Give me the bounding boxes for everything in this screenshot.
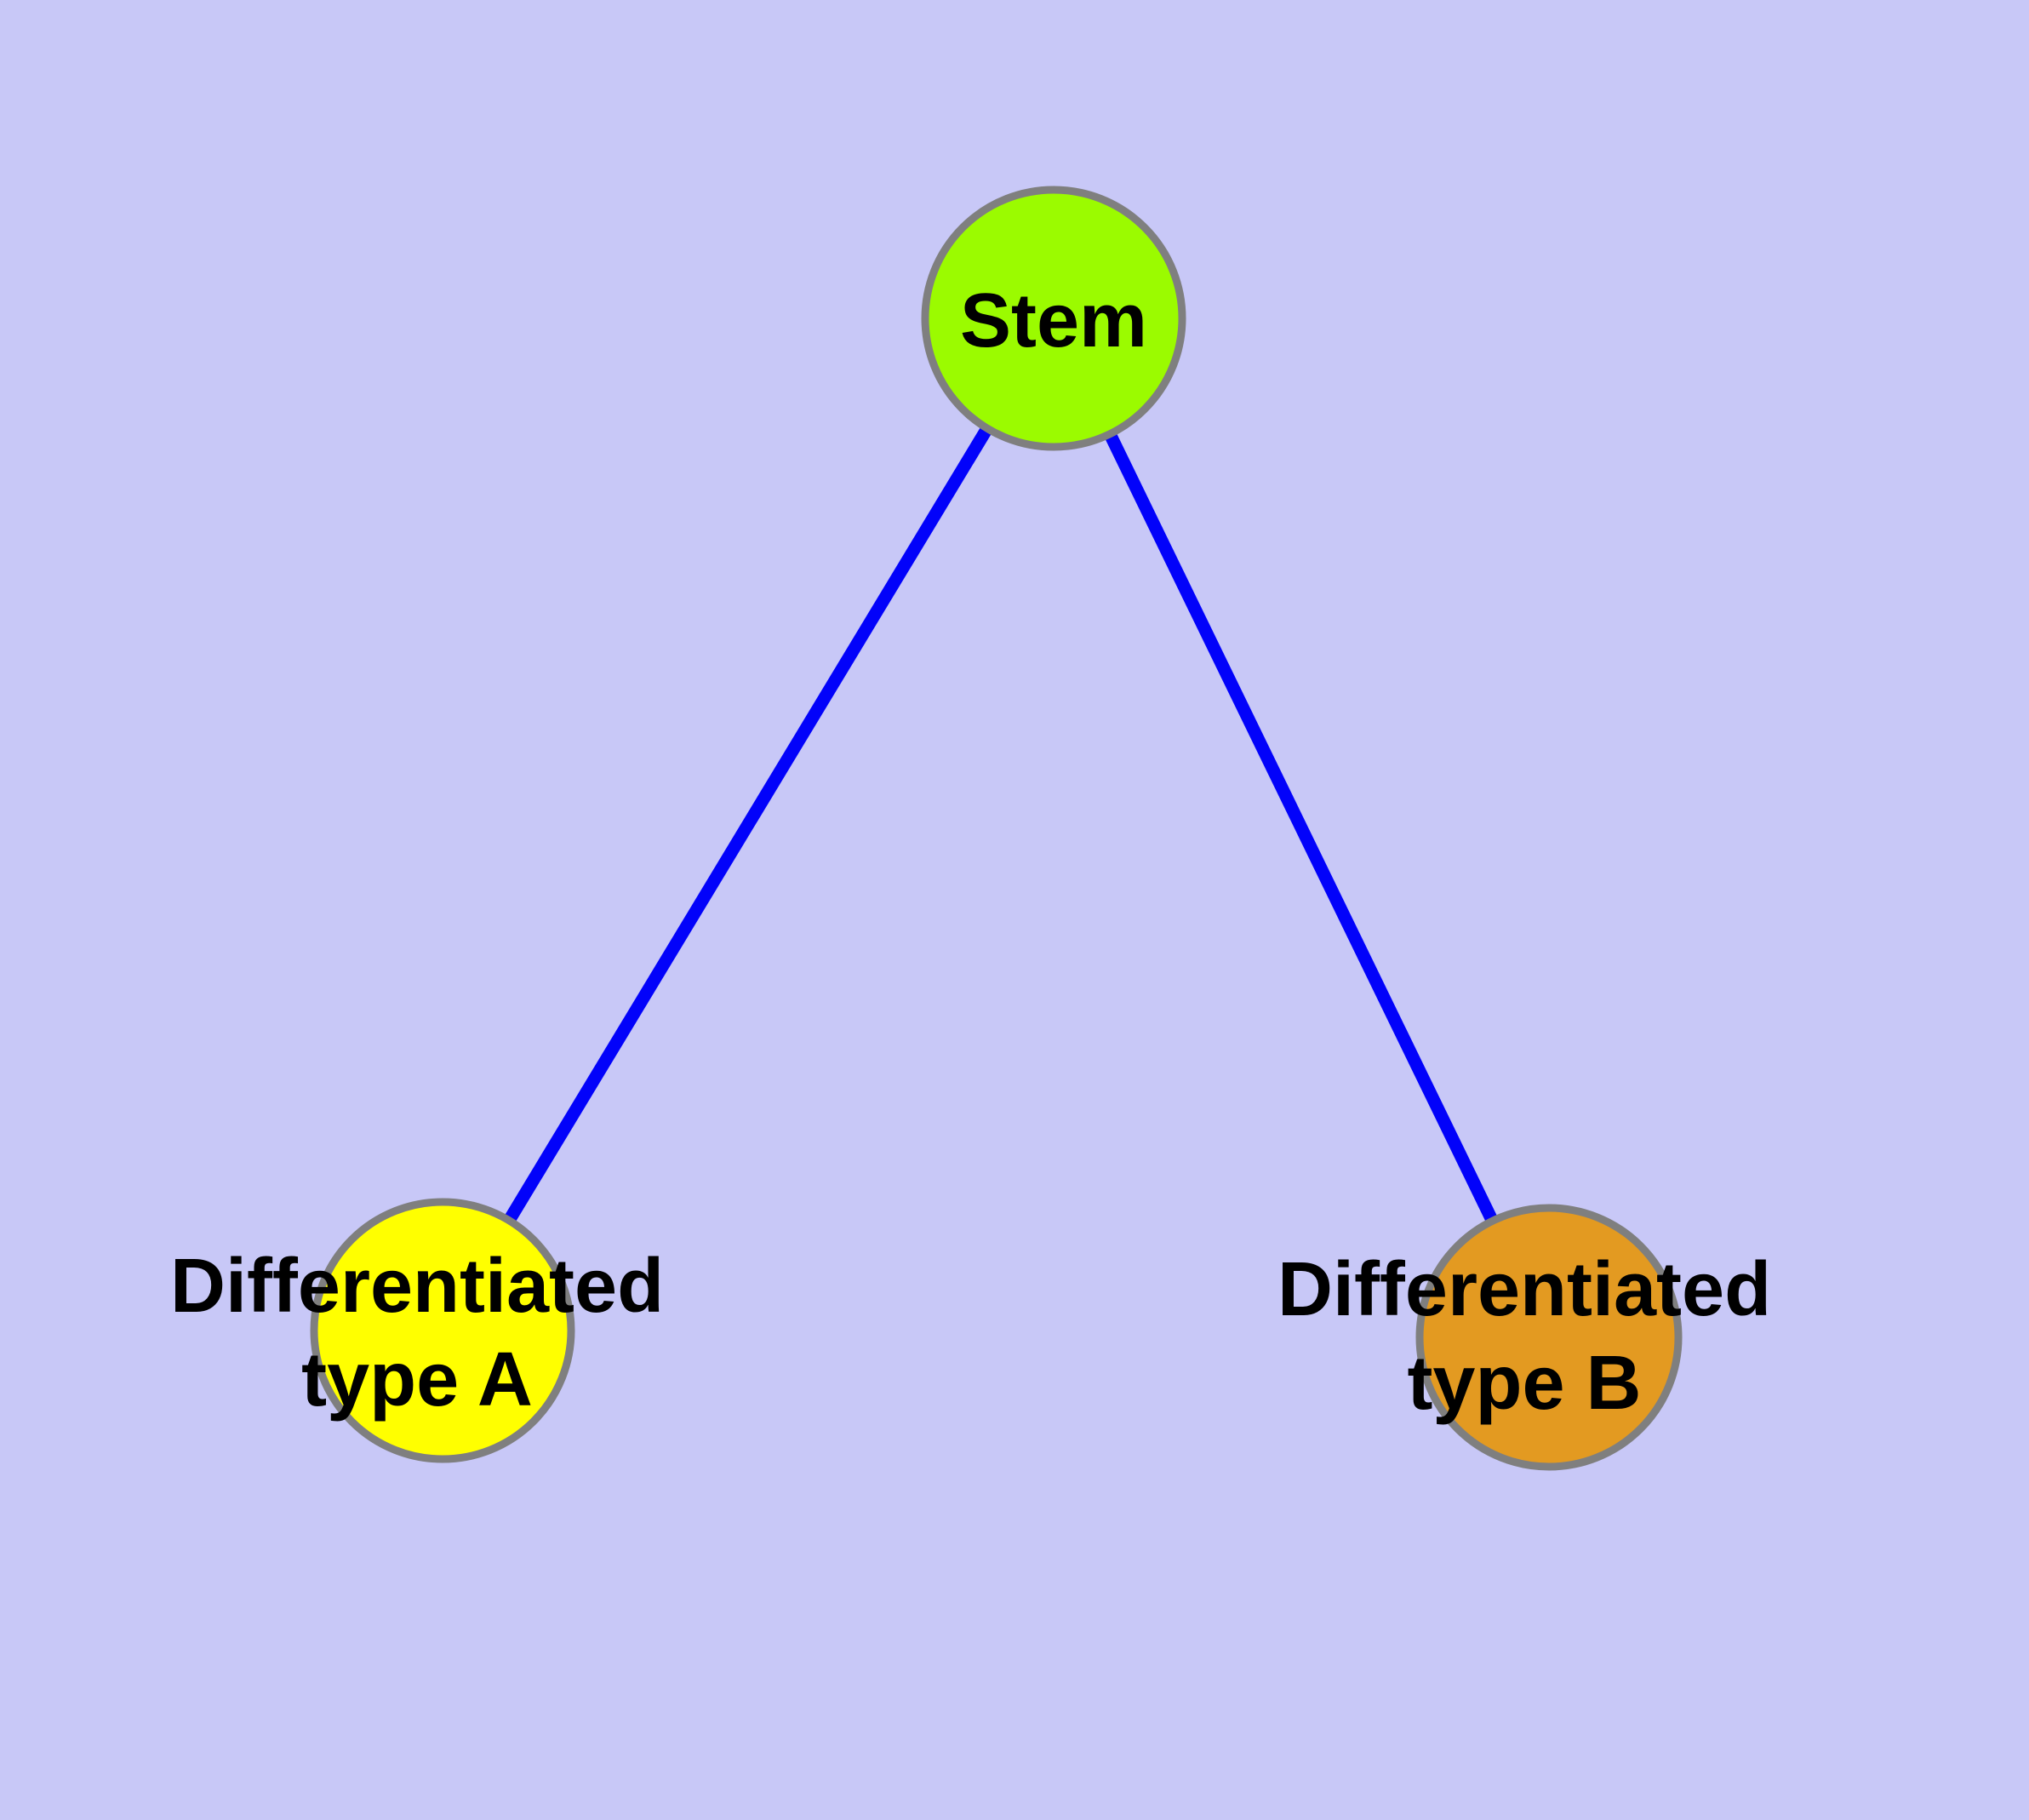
node-differentiated-type-a: [310, 1198, 575, 1463]
edge-stem-to-type-b: [1048, 315, 1555, 1341]
edge-stem-to-type-a: [437, 315, 1060, 1334]
node-differentiated-type-b-label: Differentiated type B: [1277, 1247, 1772, 1426]
node-differentiated-type-b: [1415, 1204, 1683, 1471]
node-differentiated-type-a-label: Differentiated type A: [169, 1244, 665, 1422]
node-stem: [921, 186, 1186, 451]
node-stem-label: Stem: [959, 278, 1148, 363]
